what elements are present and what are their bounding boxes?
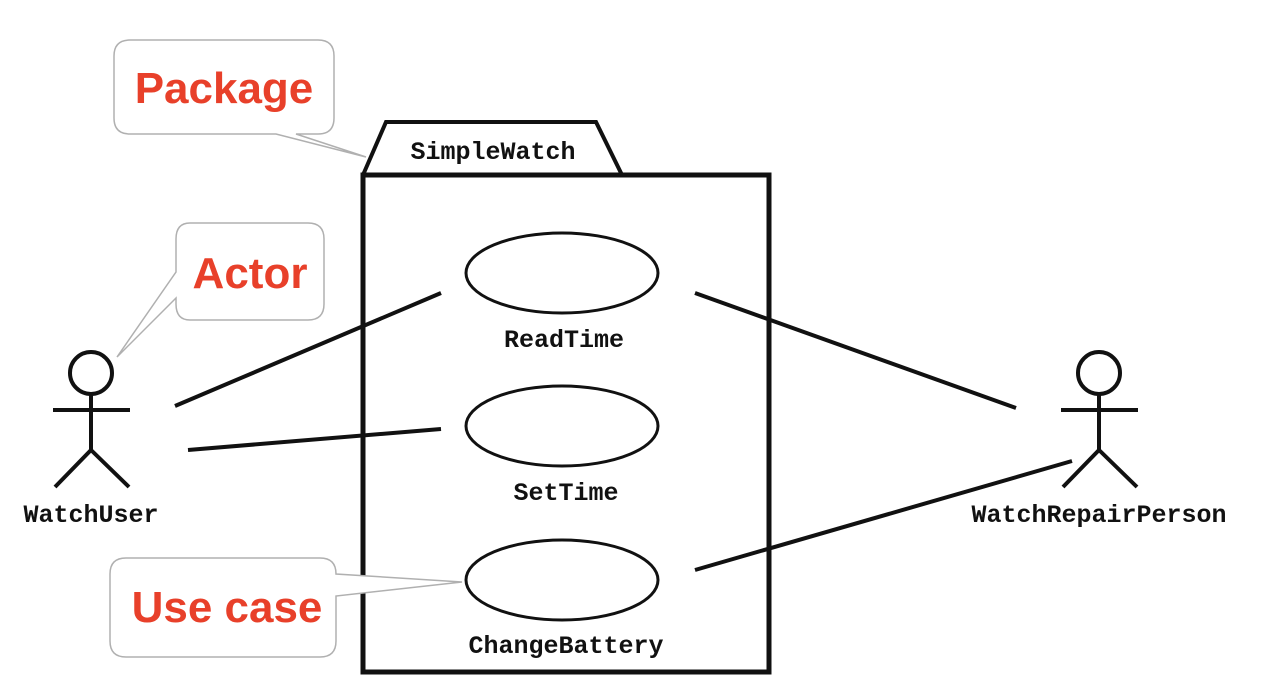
use-case-changebattery[interactable]: ChangeBattery: [464, 538, 664, 661]
package-name: SimpleWatch: [410, 138, 575, 167]
stick-figure-icon: [53, 350, 131, 489]
actor-watchuser[interactable]: WatchUser: [23, 350, 159, 530]
stick-figure-icon: [1061, 350, 1139, 489]
callout-bubble: [116, 222, 325, 358]
actor-label: WatchRepairPerson: [971, 501, 1226, 530]
use-case-label: ReadTime: [504, 326, 624, 355]
callout-bubble: [109, 557, 463, 658]
actor-watchrepairperson[interactable]: WatchRepairPerson: [971, 350, 1227, 530]
callout-actor: Actor: [116, 222, 325, 358]
use-case-label: SetTime: [513, 479, 618, 508]
associations: [174, 291, 1073, 572]
callout-use-case: Use case: [109, 557, 463, 658]
use-case-readtime[interactable]: ReadTime: [464, 231, 660, 355]
callout-text: Package: [135, 64, 314, 113]
association-repairperson-changebattery: [694, 459, 1073, 572]
association-watchuser-readtime: [174, 291, 442, 408]
callout-package: Package: [113, 39, 367, 158]
use-case-ellipse[interactable]: [464, 384, 660, 468]
package-tab: [361, 120, 624, 176]
use-case-ellipse[interactable]: [464, 538, 660, 622]
callout-text: Actor: [193, 249, 308, 298]
association-watchuser-settime: [187, 427, 442, 452]
association-repairperson-readtime: [694, 291, 1017, 410]
callout-bubble: [113, 39, 367, 158]
use-case-settime[interactable]: SetTime: [464, 384, 660, 508]
actor-label: WatchUser: [23, 501, 158, 530]
use-case-ellipse[interactable]: [464, 231, 660, 315]
callout-text: Use case: [132, 583, 323, 632]
use-case-label: ChangeBattery: [468, 632, 663, 661]
